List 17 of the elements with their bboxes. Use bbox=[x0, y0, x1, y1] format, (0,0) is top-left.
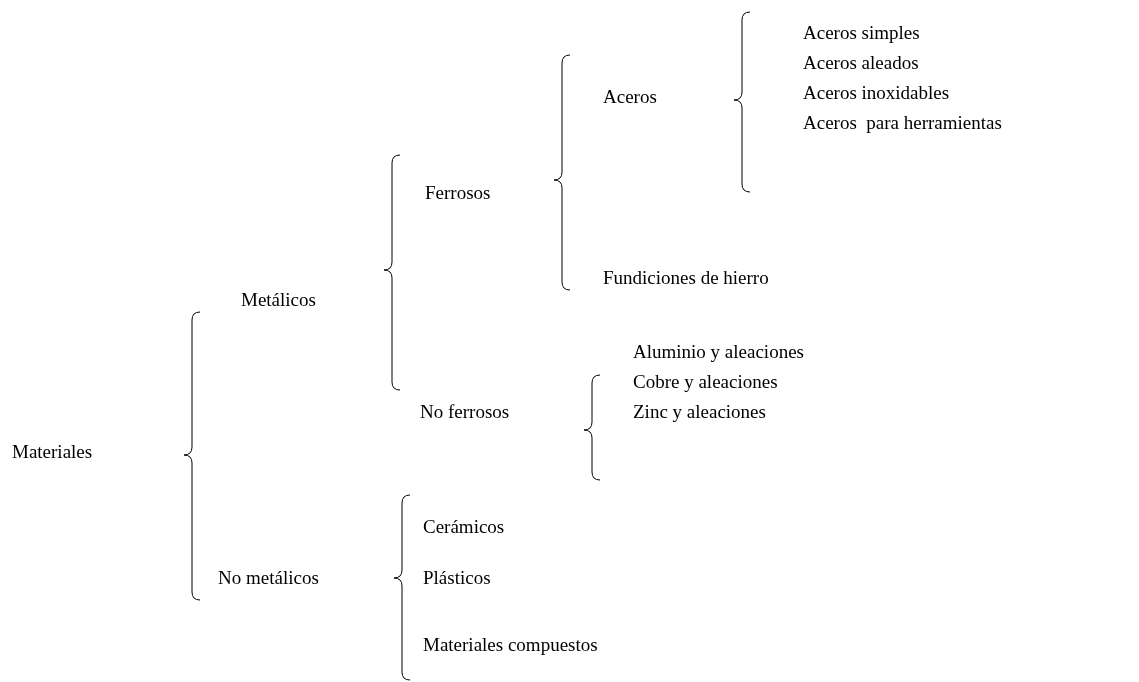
node-label: Aceros para herramientas bbox=[803, 112, 1002, 134]
node-label: Aceros simples bbox=[803, 22, 920, 44]
node-label: Cobre y aleaciones bbox=[633, 371, 778, 393]
node-label: Plásticos bbox=[423, 567, 491, 589]
node-label: Cerámicos bbox=[423, 516, 505, 538]
node-label: No metálicos bbox=[218, 567, 319, 589]
node-label: Aceros aleados bbox=[803, 52, 919, 74]
node-label: Ferrosos bbox=[425, 182, 491, 204]
node-label: Fundiciones de hierro bbox=[603, 267, 769, 289]
node-label: Metálicos bbox=[241, 289, 316, 311]
node-label: Zinc y aleaciones bbox=[633, 401, 766, 423]
node-label: Aceros inoxidables bbox=[803, 82, 950, 104]
node-label: Aluminio y aleaciones bbox=[633, 341, 804, 363]
node-label: No ferrosos bbox=[420, 401, 510, 423]
node-label: Aceros bbox=[603, 86, 657, 108]
node-label: Materiales bbox=[12, 441, 93, 463]
node-label: Materiales compuestos bbox=[423, 634, 598, 656]
